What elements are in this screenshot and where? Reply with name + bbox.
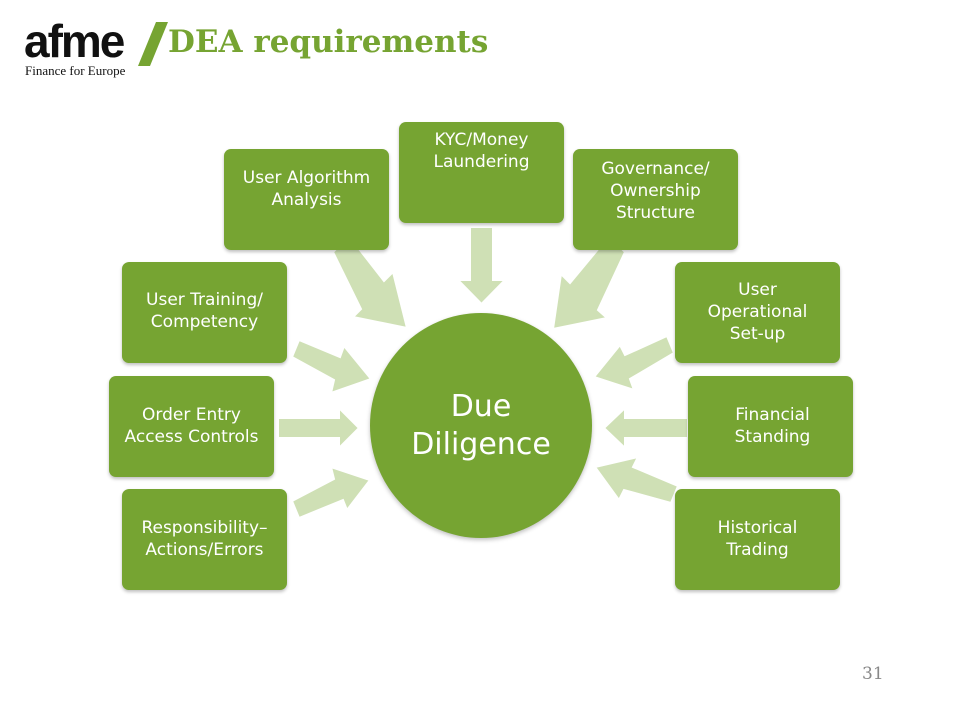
node-kyc-money-laundering: KYC/Money Laundering — [399, 122, 564, 223]
logo-tagline: Finance for Europe — [25, 63, 126, 78]
node-label: Governance/ Ownership Structure — [601, 158, 710, 223]
arrow-operational — [592, 334, 676, 392]
node-governance-ownership: Governance/ Ownership Structure — [573, 149, 738, 250]
node-label: Financial Standing — [734, 404, 811, 447]
node-user-algorithm-analysis: User Algorithm Analysis — [224, 149, 389, 250]
hub-label: Due Diligence — [411, 388, 551, 462]
node-label: User Training/ Competency — [146, 289, 263, 332]
page-number: 31 — [862, 664, 884, 684]
node-responsibility-actions: Responsibility– Actions/Errors — [122, 489, 287, 590]
page-title: DEA requirements — [168, 24, 489, 60]
due-diligence-hub: Due Diligence — [370, 313, 592, 538]
arrow-order-entry — [277, 405, 361, 451]
node-historical-trading: Historical Trading — [675, 489, 840, 590]
arrow-training — [290, 338, 373, 395]
node-financial-standing: Financial Standing — [688, 376, 853, 477]
node-label: KYC/Money Laundering — [433, 129, 530, 172]
node-label: User Algorithm Analysis — [242, 167, 371, 210]
node-label: Order Entry Access Controls — [124, 404, 259, 447]
node-user-operational-setup: User Operational Set-up — [675, 262, 840, 363]
logo-slash-icon — [138, 22, 168, 66]
arrow-responsibility — [290, 465, 372, 520]
node-order-entry-access: Order Entry Access Controls — [109, 376, 274, 477]
node-label: Responsibility– Actions/Errors — [141, 517, 268, 560]
arrow-historical — [593, 455, 680, 505]
arrow-kyc — [455, 226, 508, 306]
arrow-financial — [602, 405, 689, 451]
node-label: User Operational Set-up — [707, 279, 808, 344]
logo-wordmark: afme — [24, 15, 125, 67]
node-label: Historical Trading — [717, 517, 798, 560]
node-user-training-competency: User Training/ Competency — [122, 262, 287, 363]
